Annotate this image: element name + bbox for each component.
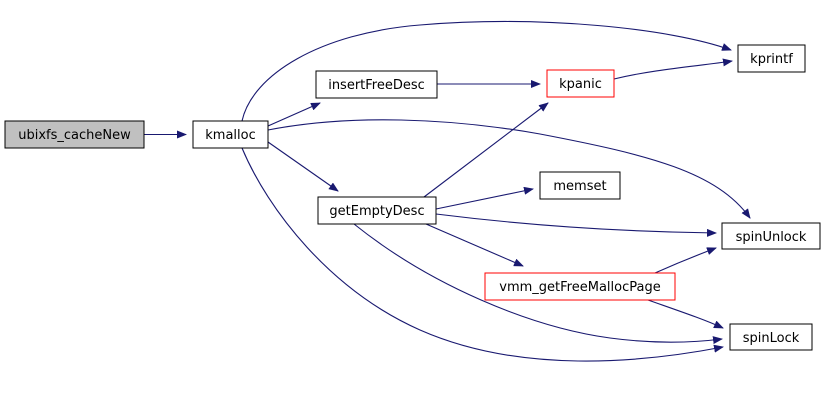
- node-box: [546, 69, 615, 98]
- edge-layer: [144, 21, 751, 362]
- node-box: [539, 171, 621, 200]
- edge-kmalloc-spinLock: [241, 147, 724, 362]
- node-label: getEmptyDesc: [329, 204, 424, 219]
- node-box: [729, 323, 813, 351]
- node-memset[interactable]: memset: [539, 171, 621, 200]
- node-spinlock[interactable]: spinLock: [729, 323, 813, 351]
- node-label: spinUnlock: [736, 230, 807, 245]
- node-label: kmalloc: [205, 128, 255, 143]
- node-label: ubixfs_cacheNew: [18, 128, 131, 143]
- node-box: [484, 272, 676, 301]
- edge-kmalloc-kprintf: [241, 21, 732, 122]
- edge-kmalloc-spinUnlock: [267, 119, 751, 219]
- edge-kpanic-kprintf: [613, 58, 733, 80]
- node-spinunlock[interactable]: spinUnlock: [721, 222, 821, 250]
- node-box: [315, 70, 438, 99]
- node-label: kpanic: [559, 77, 602, 92]
- node-box: [721, 222, 821, 250]
- node-kpanic[interactable]: kpanic: [546, 69, 615, 98]
- edge-kmalloc-insertFreeDesc: [267, 102, 321, 127]
- node-label: vmm_getFreeMallocPage: [499, 280, 660, 295]
- node-box: [4, 120, 145, 149]
- node-kmalloc[interactable]: kmalloc: [192, 120, 269, 149]
- node-label: insertFreeDesc: [328, 78, 425, 93]
- edge-getEmptyDesc-spinLock: [353, 223, 723, 345]
- node-kprintf[interactable]: kprintf: [737, 44, 806, 73]
- edge-getEmptyDesc-kpanic: [423, 102, 549, 198]
- edge-kmalloc-getEmptyDesc: [267, 141, 339, 192]
- edge-vmm_getFreeMallocPage-spinLock: [647, 299, 724, 329]
- node-label: memset: [553, 179, 606, 194]
- edge-vmm_getFreeMallocPage-spinUnlock: [654, 247, 717, 274]
- edge-getEmptyDesc-memset: [435, 186, 534, 210]
- node-vmm-getfreemallocpage[interactable]: vmm_getFreeMallocPage: [484, 272, 676, 301]
- edge-getEmptyDesc-spinUnlock: [435, 213, 717, 237]
- node-box: [192, 120, 269, 149]
- edge-getEmptyDesc-vmm_getFreeMallocPage: [425, 223, 524, 267]
- node-box: [317, 196, 437, 225]
- node-getemptydesc[interactable]: getEmptyDesc: [317, 196, 437, 225]
- node-box: [737, 44, 806, 73]
- node-label: kprintf: [750, 52, 793, 67]
- node-ubixfs-cachenew: ubixfs_cacheNew: [4, 120, 145, 149]
- node-label: spinLock: [743, 331, 800, 346]
- node-insertfreedesc[interactable]: insertFreeDesc: [315, 70, 438, 99]
